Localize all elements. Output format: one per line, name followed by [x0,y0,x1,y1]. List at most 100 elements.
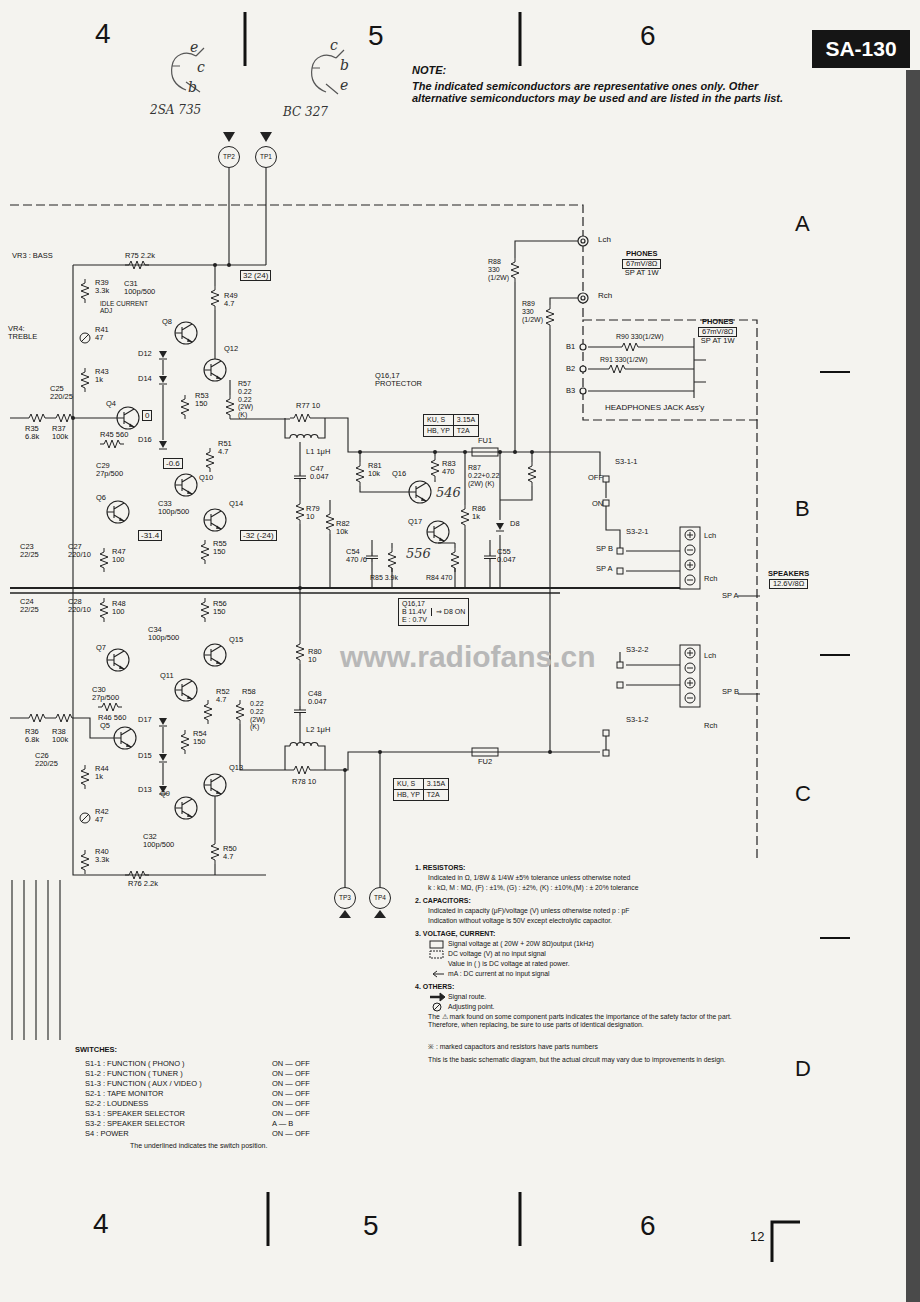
component-label: R53 150 [195,392,217,409]
note-text: B 11.4V [402,608,427,616]
capacitor-symbol [294,472,496,716]
component-label: 546 [436,486,461,501]
transistor-symbol [107,649,129,671]
node-text: -31.4 [141,531,159,540]
component-label: VR3 : BASS [12,252,53,260]
component-label: Q16 [392,470,406,478]
resistor-symbol [181,395,189,419]
component-label: C25 220/25 [50,385,80,402]
fuse-symbol [472,448,498,456]
rating-heading: SPEAKERS [768,570,809,579]
resistor-symbol [356,462,364,486]
resistor-symbol [618,343,642,351]
transistor-symbol [117,407,139,429]
component-label: Lch [598,236,611,245]
switch-label: ON — OFF [272,1110,310,1118]
model-banner: SA-130 [812,30,910,68]
handwritten-note: c [197,60,205,76]
wires [550,298,578,752]
legend-note: Signal route. [448,993,486,1001]
switch-label: SWITCHES: [75,1046,117,1054]
transistor-symbol [409,481,431,503]
component-label: Q6 [96,494,106,502]
wires [10,168,760,1040]
resistor-symbol [388,548,396,572]
component-label: VR4: TREBLE [8,325,48,342]
component-label: R77 10 [296,402,320,410]
component-label: R84 470 [426,574,452,582]
wires [12,880,60,1040]
component-label: SP A [596,565,613,573]
component-label: ON [592,500,603,508]
legend-marks [433,971,444,977]
legend-note: mA : DC current at no input signal [448,970,550,978]
resistor-symbol [100,598,108,622]
component-label: L1 1μH [306,448,330,456]
component-label: HEADPHONES JACK Ass'y [605,404,704,413]
grid-letter: A [795,212,810,237]
junction-dots [513,450,517,454]
speaker-terminal [680,645,700,707]
wires [360,452,409,492]
note-text: Q16,17 [402,600,427,608]
rating-box: PHONES67mV/8ΩSP AT 1W [622,250,661,278]
resistor-symbol [296,640,304,664]
test-point-markers [223,132,386,918]
component-label: B1 [566,343,575,351]
handwritten-note: BC 327 [283,106,328,119]
component-label: C55 0.047 [497,548,525,565]
switch-contact [603,476,623,756]
resistor-symbol [201,540,209,564]
note-column: Q16,17B 11.4VE : 0.7V [402,600,431,624]
component-label: D13 [138,786,152,794]
switch-label: ON — OFF [272,1080,310,1088]
watermark: www.radiofans.cn [340,640,596,674]
legend-note: 1. RESISTORS: [415,864,465,872]
component-label: R35 6.8k [25,425,51,442]
resistor-symbol [25,714,49,722]
transistor-symbol [107,501,129,523]
junction-dots [71,263,552,772]
inductor-symbol [290,435,318,439]
test-point-markers [339,910,351,918]
grid-number: 12 [750,1230,764,1245]
legend-note: ※ : marked capacitors and resistors have… [428,1043,598,1051]
switch-contact [617,568,623,574]
component-label: SP B [596,545,613,553]
wires [606,652,680,752]
node-text: 32 (24) [243,271,268,280]
legend-marks [440,993,445,1001]
handwritten-note: b [188,80,197,96]
component-label: C34 100p/500 [148,626,190,643]
component-label: R49 4.7 [224,292,246,309]
junction-dots [463,450,467,454]
component-label: R89 330 (1/2W) [522,300,548,323]
test-point-markers [374,910,386,918]
jack-symbol [578,236,588,394]
resistor-symbol [52,714,76,722]
component-label: R56 150 [213,600,235,617]
grid-letter: B [795,497,810,522]
component-label: R87 0.22+0.22 (2W) (K) [468,464,508,487]
jack-symbol [581,296,585,300]
legend-note: Value in ( ) is DC voltage at rated powe… [448,960,570,968]
note-text: The indicated semiconductors are represe… [412,80,792,105]
component-label: R57 0.22 0.22 (2W) (K) [238,380,264,419]
component-label: R75 2.2k [125,252,155,260]
fuse-symbol [472,452,498,453]
resistor-symbol [431,456,439,480]
rating-text: T2A [424,789,448,800]
legend-note: This is the basic schematic diagram, but… [428,1056,758,1064]
resistor-symbol [296,500,304,524]
switch-contact [603,500,609,506]
component-label: R78 10 [292,778,316,786]
resistor-symbol [81,765,89,789]
resistor-symbol [546,305,554,329]
jack-symbol [578,236,588,246]
switch-label: S3-1 : SPEAKER SELECTOR [85,1110,185,1118]
junction-dots [530,450,534,454]
switch-label: ON — OFF [272,1060,310,1068]
rating-box: SPEAKERS12.6V/8Ω [768,570,809,589]
resistor-symbol [181,730,189,754]
component-label: R58 [242,688,256,696]
